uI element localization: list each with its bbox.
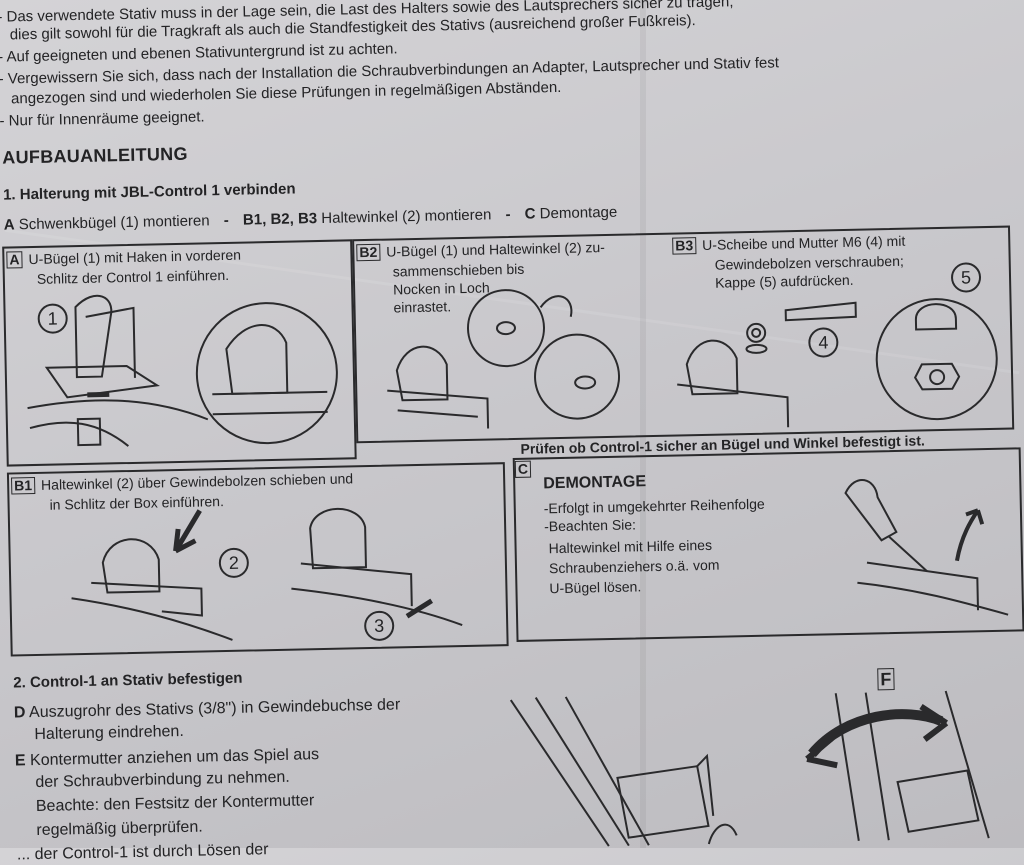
illustration-screwdriver (844, 479, 1009, 616)
illustration-b1 (71, 507, 463, 641)
panel-c: C DEMONTAGE -Erfolgt in umgekehrter Reih… (512, 447, 1024, 642)
illustration-speaker-bracket (27, 294, 338, 447)
illustration-b2-b3 (387, 289, 998, 429)
